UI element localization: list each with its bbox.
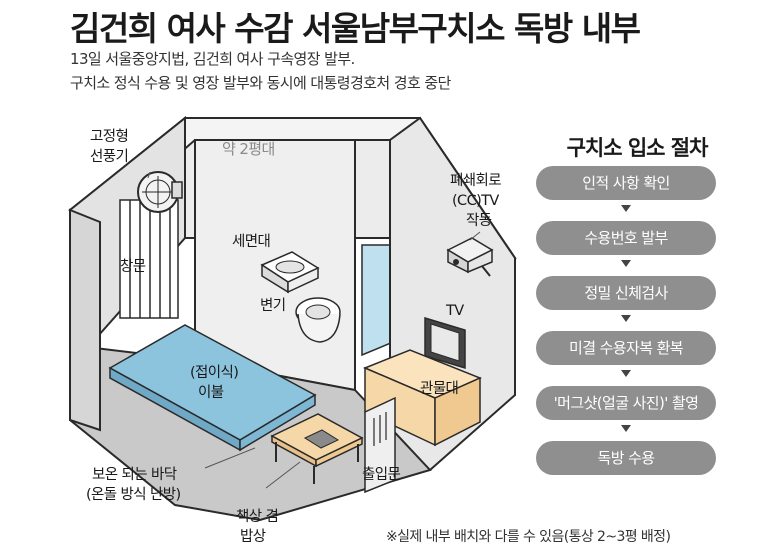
bedding-label-line-1: (접이식) [190, 365, 239, 381]
subtitle-line-2: 구치소 정식 수용 및 영장 발부와 동시에 대통령경호처 경호 중단 [70, 74, 451, 92]
window-bars [129, 200, 171, 318]
floor-label-line-1: 보온 되는 바닥 [92, 467, 177, 483]
toilet-label: 변기 [260, 298, 286, 314]
procedure-step-1: 인적 사항 확인 [536, 166, 716, 200]
cabinet-label: 관물대 [420, 381, 459, 397]
desk-label-line-1: 책상 겸 [236, 509, 279, 525]
procedure-title: 구치소 입소 절차 [566, 136, 709, 160]
fan-label-line-2: 선풍기 [90, 149, 129, 165]
step-arrow-1 [621, 205, 631, 212]
tv-label: TV [446, 303, 464, 319]
floor-label-line-2: (온돌 방식 난방) [86, 487, 181, 503]
step-arrow-4 [621, 370, 631, 377]
washbasin-label: 세면대 [232, 234, 271, 250]
cctv-label-line-1: 폐쇄회로 [450, 173, 502, 189]
page-title: 김건희 여사 수감 서울남부구치소 독방 내부 [70, 9, 641, 48]
washbasin [260, 251, 320, 294]
desk [270, 413, 364, 484]
door-label: 출입문 [362, 467, 401, 483]
room-size-label: 약 2평대 [222, 140, 275, 158]
procedure-step-4: 미결 수용자복 환복 [536, 331, 716, 365]
cctv-label-line-2: (CC)TV [452, 193, 499, 209]
toilet [295, 297, 341, 343]
outer-left-face [69, 208, 101, 432]
procedure-step-5: '머그샷(얼굴 사진)' 촬영 [536, 386, 716, 420]
procedure-step-2: 수용번호 발부 [536, 221, 716, 255]
cctv-label-line-3: 작동 [466, 213, 492, 229]
door [364, 396, 396, 494]
bedding-label-line-2: 이불 [198, 385, 224, 401]
step-arrow-3 [621, 315, 631, 322]
subtitle-line-1: 13일 서울중앙지법, 김건희 여사 구속영장 발부. [70, 50, 355, 68]
window-label: 창문 [120, 259, 146, 275]
step-arrow-2 [621, 260, 631, 267]
cctv-camera [446, 237, 494, 277]
procedure-step-6: 독방 수용 [536, 441, 716, 475]
procedure-step-3: 정밀 신체검사 [536, 276, 716, 310]
bedding [108, 324, 317, 452]
cabinet [363, 349, 482, 447]
step-arrow-5 [621, 425, 631, 432]
cell-illustration [68, 115, 517, 522]
tv [424, 316, 466, 370]
fan-label-line-1: 고정형 [90, 129, 129, 145]
wall-fan [137, 171, 183, 213]
footnote: ※실제 내부 배치와 다를 수 있음(통상 2~3평 배정) [386, 529, 671, 545]
desk-label-line-2: 밥상 [240, 529, 266, 545]
